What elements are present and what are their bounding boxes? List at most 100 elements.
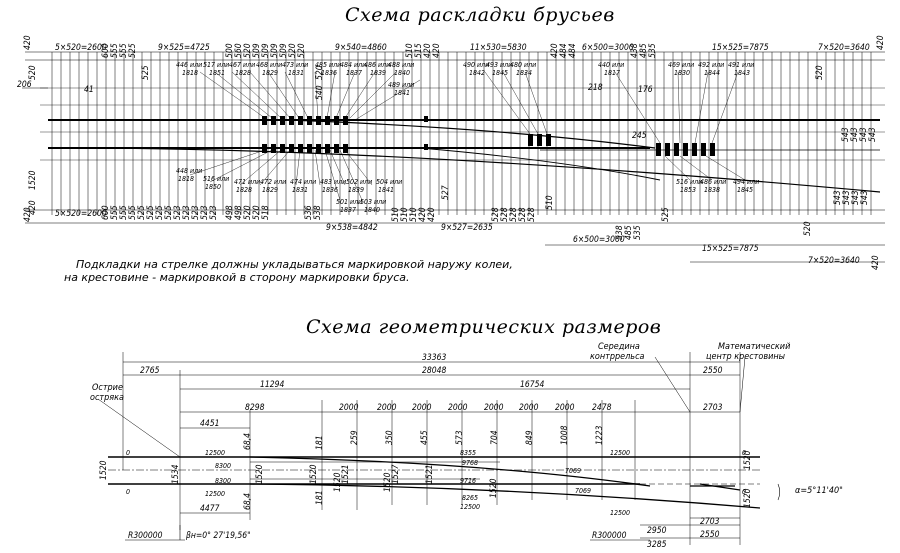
mark-top-12-b: 1834: [516, 69, 532, 77]
mark-top-5-b: 1836: [321, 69, 337, 77]
mark-bot-10-a: 516 или: [676, 178, 702, 186]
dim-group-2-v2: 520: [243, 43, 253, 58]
dim-left-c: 520: [28, 65, 38, 80]
dim-left-a: 206: [17, 80, 32, 90]
bdim-group-1: 5×520=2600: [55, 209, 107, 219]
bdim-g1-11: 523: [200, 205, 210, 220]
sleeper-lines: [51, 52, 872, 215]
gdim-ordinate-7: 849: [525, 430, 535, 445]
mark-bot-1-a: 516 или: [203, 175, 229, 183]
label-point-tip: Острие: [92, 383, 123, 393]
mark-bot-4-a: 474 или: [290, 178, 316, 186]
dim-group-2-v0: 500: [225, 43, 235, 58]
sleeper-mark-labels-bottom: 448 или 1818 516 или 1850 471 или 1828 4…: [176, 167, 759, 214]
dim-right-a: 218: [588, 83, 603, 93]
gdim-radius-4: 12500: [460, 503, 480, 511]
mark-bot-2-b: 1828: [236, 186, 252, 194]
mark-top-6-b: 1837: [346, 69, 362, 77]
dim-group-3: 9×540=4860: [335, 43, 387, 53]
mark-top-10-a: 490 или: [463, 61, 489, 69]
mark-bot-9-b: 1840: [364, 206, 380, 214]
mark-bot-12-b: 1845: [737, 186, 753, 194]
dim-right-vert-2: 543: [859, 127, 869, 142]
mark-top-11-b: 1845: [492, 69, 508, 77]
mark-top-9-a: 489 или: [388, 81, 414, 89]
mark-bot-5-b: 1836: [322, 186, 338, 194]
bdim-g1-6: 525: [155, 205, 165, 220]
dim-group-1-v1: 555: [110, 43, 120, 58]
bdim-group-7: 7×520=3640: [808, 256, 860, 266]
mark-top-7-a: 486 или: [364, 61, 390, 69]
dim-left-e: 420: [28, 200, 38, 215]
gdim-ordinate-2: 259: [350, 430, 360, 445]
gdim-gauge-7: 1520: [743, 450, 753, 470]
bdim-g5-2: 535: [633, 225, 643, 240]
bdim-g5-3: 525: [661, 207, 671, 222]
mark-top-0-b: 1818: [182, 69, 198, 77]
mark-bot-0-b: 1818: [178, 175, 194, 183]
mark-bot-1-b: 1850: [205, 183, 221, 191]
dim-left-b: 41: [84, 85, 94, 95]
dim-mid-b: 520: [315, 65, 325, 80]
bdim-g1-5: 525: [146, 205, 156, 220]
mark-top-13-b: 1817: [604, 69, 620, 77]
dim-group-7: 7×520=3640: [818, 43, 870, 53]
mark-top-4-b: 1831: [288, 69, 304, 77]
bdim-g1-10: 523: [191, 205, 201, 220]
mark-top-15-a: 492 или: [698, 61, 724, 69]
mark-bot-6-b: 1839: [348, 186, 364, 194]
mark-bot-0-a: 448 или: [176, 167, 202, 175]
mark-top-4-a: 473 или: [282, 61, 308, 69]
label-point-tip-2: остряка: [90, 393, 124, 403]
dim-group-6: 15×525=7875: [712, 43, 769, 53]
dim-mid-a: 525: [141, 65, 151, 80]
gdim-radius-1: 12500: [205, 490, 225, 498]
gdim-ordinate-3: 350: [385, 430, 395, 445]
bdim-g4-2: 528: [509, 207, 519, 222]
dim-group-2-v7: 520: [288, 43, 298, 58]
bdim-g2-3: 520: [252, 205, 262, 220]
bdim-g3-0: 510: [391, 207, 401, 222]
dim-group-2: 9×525=4725: [158, 43, 210, 53]
gdim-2000-2: 2000: [412, 403, 432, 413]
bdim-g5-0: 538: [615, 225, 625, 240]
gdim-ordinate-0: 68,4: [243, 433, 253, 450]
geometry-dimensions: 33363 2765 28048 2550 11294 16754 8298 2…: [99, 353, 843, 550]
bdim-right-520: 520: [803, 221, 813, 236]
mark-bot-8-b: 1837: [340, 206, 356, 214]
gdim-r-left: R300000: [128, 531, 163, 541]
gdim-2000-6: 2000: [555, 403, 575, 413]
mark-bot-10-b: 1853: [680, 186, 696, 194]
mark-top-9-b: 1841: [394, 89, 410, 97]
dim-group-4-v0: 420: [550, 43, 560, 58]
dim-mid-d: 527: [441, 185, 451, 200]
gdim-gauge-2: 1520: [309, 464, 319, 484]
gdim-2000-4: 2000: [484, 403, 504, 413]
mark-top-16-a: 491 или: [728, 61, 754, 69]
bdim-g4-5: 510: [545, 195, 555, 210]
dim-right-d: 520: [815, 65, 825, 80]
sleeper-layout-scheme: [22, 51, 885, 263]
gdim-4451: 4451: [200, 419, 219, 429]
gdim-zero-right-bottom: 0: [742, 488, 746, 496]
gdim-gauge-4: 1527: [391, 464, 401, 484]
gdim-2703: 2703: [703, 403, 723, 413]
installation-note-line-2: на крестовине - маркировкой в сторону ма…: [64, 271, 410, 284]
mark-top-0-a: 446 или: [176, 61, 202, 69]
dim-group-3-v3: 420: [432, 43, 442, 58]
gdim-bottom-2703: 2703: [700, 517, 720, 527]
mark-bot-5-a: 483 или: [320, 178, 346, 186]
gdim-len-2: 8355: [460, 449, 476, 457]
dim-group-2-v8: 520: [297, 43, 307, 58]
bdim-g1-4: 525: [137, 205, 147, 220]
gdim-len-3: 9768: [462, 459, 478, 467]
mark-bot-11-b: 1838: [704, 186, 720, 194]
geometry-labels: Острие остряка Середина контррельса Мате…: [90, 342, 790, 403]
dim-right-b: 176: [638, 85, 653, 95]
dim-group-3-v0: 510: [405, 43, 415, 58]
gdim-zero-left-top: 0: [126, 449, 130, 457]
bdim-g3-1: 510: [400, 207, 410, 222]
gdim-gauge-3: 1521: [341, 465, 351, 484]
bdim-group-5: 6×500=3000: [573, 235, 625, 245]
gdim-gauge-6: 1520: [489, 478, 499, 498]
